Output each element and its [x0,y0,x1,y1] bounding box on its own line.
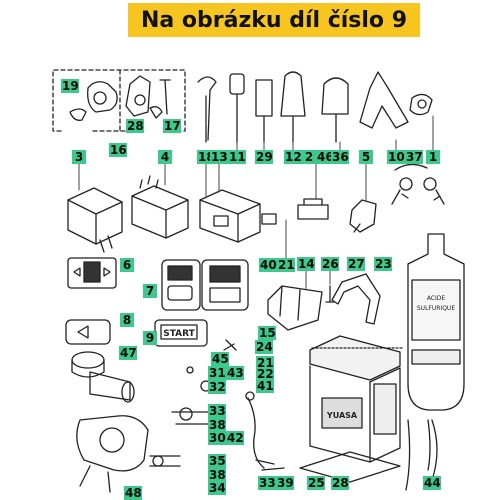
callout-40[interactable]: 40 [259,258,277,272]
callout-1[interactable]: 1 [426,150,440,164]
callout-4[interactable]: 4 [158,150,172,164]
battery-strap-27 [331,273,381,325]
callout-33-b[interactable]: 33 [258,476,276,490]
callout-36[interactable]: 36 [331,150,349,164]
page-title: Na obrázku díl číslo 9 [140,7,408,33]
callout-35[interactable]: 35 [208,454,226,468]
svg-text:ACIDE: ACIDE [427,295,446,302]
svg-text:YUASA: YUASA [326,411,358,420]
fuse-and-keys [297,163,445,233]
callout-33[interactable]: 33 [208,404,226,418]
callout-30[interactable]: 30 [208,431,226,445]
callout-16[interactable]: 16 [109,143,127,157]
dimmer-switch-6 [67,257,117,289]
horn-button-8 [65,319,111,345]
horn-switch-40 [201,259,249,311]
callout-38-b[interactable]: 38 [208,468,226,482]
callout-14[interactable]: 14 [297,257,315,271]
callout-25[interactable]: 25 [307,476,325,490]
callout-26[interactable]: 26 [321,257,339,271]
callout-48[interactable]: 48 [124,486,142,500]
callout-47[interactable]: 47 [119,346,137,360]
screw-26 [325,285,335,303]
callout-3[interactable]: 3 [72,150,86,164]
callout-28-b[interactable]: 28 [331,476,349,490]
callout-8[interactable]: 8 [120,313,134,327]
battery-24: YUASA [309,335,403,463]
top-small-parts [197,71,433,143]
callout-27[interactable]: 27 [347,257,365,271]
callout-37[interactable]: 37 [405,150,423,164]
callout-45[interactable]: 45 [211,352,229,366]
callout-41[interactable]: 41 [256,379,274,393]
callout-42[interactable]: 42 [226,431,244,445]
callout-9[interactable]: 9 [143,331,157,345]
callout-22[interactable]: 22 [256,367,274,381]
callout-2[interactable]: 2 [302,150,316,164]
callout-32[interactable]: 32 [208,380,226,394]
callout-24[interactable]: 24 [255,340,273,354]
callout-17[interactable]: 17 [163,119,181,133]
light-switch-7 [161,259,201,311]
callout-44[interactable]: 44 [423,476,441,490]
svg-text:SULFURIQUE: SULFURIQUE [417,305,455,312]
regulator-4 [131,175,189,239]
callout-28[interactable]: 28 [126,119,144,133]
callout-38[interactable]: 38 [208,418,226,432]
callout-6[interactable]: 6 [120,258,134,272]
callout-5[interactable]: 5 [359,150,373,164]
callout-43[interactable]: 43 [226,366,244,380]
bracket-14 [267,285,323,331]
callout-11[interactable]: 11 [228,150,246,164]
hardware-column [149,366,215,467]
callout-39[interactable]: 39 [276,476,294,490]
callout-21[interactable]: 21 [277,258,295,272]
start-button-9: START [154,319,208,347]
page-title-banner: Na obrázku díl číslo 9 [128,3,420,37]
callout-7[interactable]: 7 [143,284,157,298]
callout-34[interactable]: 34 [208,481,226,495]
relay-3 [67,187,123,253]
battery-acid-bottle-23: ACIDE SULFURIQUE [407,233,465,411]
callout-10[interactable]: 10 [387,150,405,164]
callout-19[interactable]: 19 [61,79,79,93]
callout-46[interactable]: 46 [316,150,334,164]
callout-12[interactable]: 12 [284,150,302,164]
callout-21-b[interactable]: 21 [256,356,274,370]
callout-13[interactable]: 13 [210,150,228,164]
callout-15[interactable]: 15 [258,326,276,340]
starter-motor-area [71,351,149,493]
svg-text:START: START [163,329,195,339]
callout-29[interactable]: 29 [255,150,273,164]
relay-13 [199,189,277,243]
ignition-lock-group [52,69,186,132]
wiring-harness [223,339,285,471]
callout-31[interactable]: 31 [208,366,226,380]
callout-23[interactable]: 23 [374,257,392,271]
